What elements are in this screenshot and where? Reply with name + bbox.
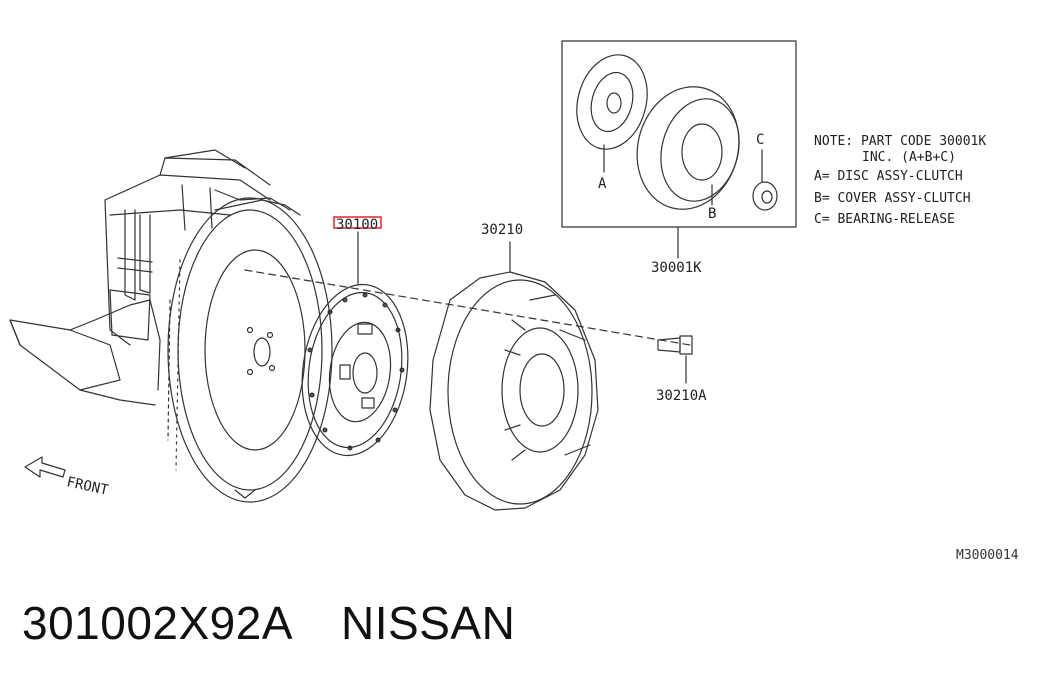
part-number: 301002X92A bbox=[22, 597, 294, 649]
inset-disc-drawing bbox=[576, 54, 648, 150]
inset-cover-drawing bbox=[636, 86, 740, 210]
note-line-5: C= BEARING-RELEASE bbox=[814, 212, 955, 227]
label-inset-a: A bbox=[598, 176, 607, 192]
front-arrow-icon bbox=[24, 456, 66, 478]
note-line-3: A= DISC ASSY-CLUTCH bbox=[814, 169, 963, 184]
assembly-centerline bbox=[244, 269, 691, 346]
label-inset-b: B bbox=[708, 206, 716, 222]
inset-bearing-drawing bbox=[752, 181, 778, 211]
clutch-cover-drawing bbox=[429, 271, 599, 511]
note-line-4: B= COVER ASSY-CLUTCH bbox=[814, 191, 971, 206]
label-inset-c: C bbox=[756, 132, 764, 148]
brand-name: NISSAN bbox=[341, 597, 516, 649]
note-line-1: NOTE: PART CODE 30001K bbox=[814, 134, 986, 149]
flywheel-drawing bbox=[167, 197, 333, 503]
label-bolt-30210a: 30210A bbox=[656, 388, 707, 404]
kit-inset-box bbox=[561, 40, 797, 228]
front-label: FRONT bbox=[65, 474, 110, 499]
note-line-2: INC. (A+B+C) bbox=[862, 150, 956, 165]
bolt-drawing bbox=[657, 335, 693, 355]
highlight-box-30100 bbox=[333, 216, 382, 229]
engine-block-drawing bbox=[9, 149, 291, 406]
label-disc-30100: 30100 bbox=[336, 217, 378, 233]
label-kit-30001k: 30001K bbox=[651, 260, 702, 276]
clutch-disc-drawing bbox=[301, 283, 409, 457]
part-caption: 301002X92A NISSAN bbox=[22, 596, 515, 650]
drawing-code: M3000014 bbox=[956, 548, 1019, 563]
label-cover-30210: 30210 bbox=[481, 222, 523, 238]
